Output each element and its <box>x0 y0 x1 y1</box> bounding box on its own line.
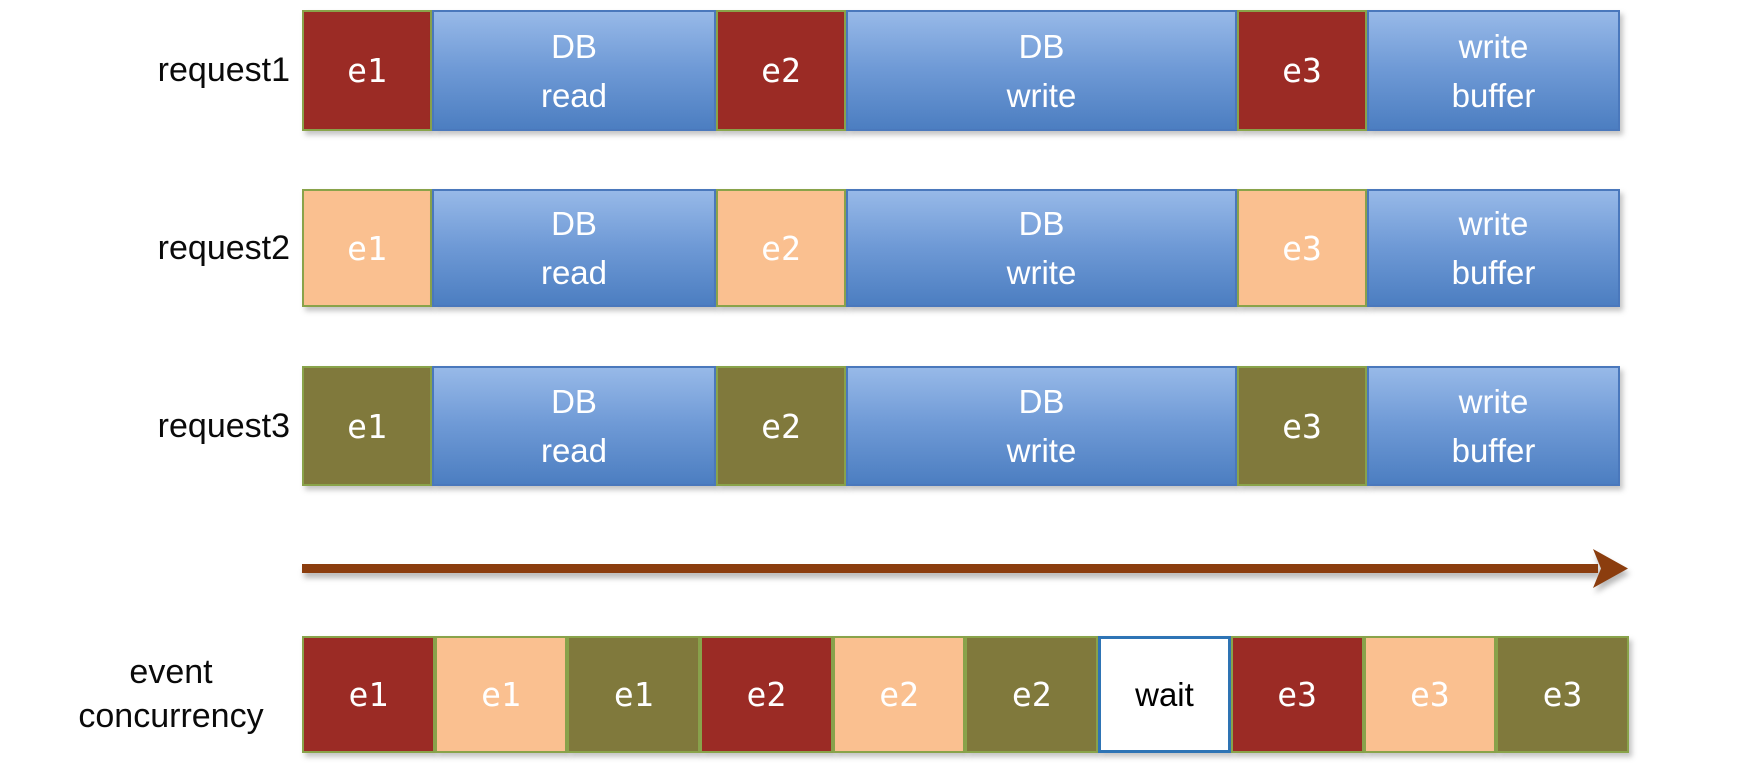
task-block-db-read: DB read <box>432 366 716 486</box>
task-line: write <box>1006 76 1077 114</box>
event-block-e3: e3 <box>1237 366 1367 486</box>
label-line: concurrency <box>78 697 264 735</box>
task-line: write <box>1458 383 1529 420</box>
task-line: write <box>1458 27 1529 65</box>
event-block-e1: e1 <box>302 366 432 486</box>
concurrency-block-e3: e3 <box>1496 636 1629 753</box>
concurrency-block-e2: e2 <box>700 636 833 753</box>
row-label-request2: request2 <box>157 229 290 267</box>
lane-request1: e1 DB read e2 DB write e3 write buffer <box>302 10 1620 131</box>
row-label-request1: request1 <box>157 51 290 89</box>
task-line: read <box>540 254 608 291</box>
event-block-e1: e1 <box>302 189 432 307</box>
event-block-e2: e2 <box>716 366 846 486</box>
task-block-db-write: DB write <box>846 10 1237 131</box>
event-block-e2: e2 <box>716 10 846 131</box>
timeline-arrow <box>300 546 1635 592</box>
task-line: DB <box>551 383 597 420</box>
task-line: DB <box>1018 27 1065 65</box>
task-line: DB <box>551 205 597 242</box>
task-line: buffer <box>1451 76 1536 114</box>
event-block-e3: e3 <box>1237 189 1367 307</box>
task-line: buffer <box>1451 432 1536 469</box>
label-line: event <box>129 653 213 691</box>
concurrency-block-wait: wait <box>1098 636 1231 753</box>
task-line: DB <box>551 27 597 65</box>
row-label-event-concurrency: event concurrency <box>40 650 302 738</box>
task-line: DB <box>1018 383 1065 420</box>
task-line: write <box>1458 205 1529 242</box>
task-block-db-write: DB write <box>846 189 1237 307</box>
task-block-db-write: DB write <box>846 366 1237 486</box>
lane-event-concurrency: e1 e1 e1 e2 e2 e2 wait e3 e3 e3 <box>302 636 1629 753</box>
task-block-write-buffer: write buffer <box>1367 10 1620 131</box>
concurrency-block-e3: e3 <box>1230 636 1364 753</box>
task-line: write <box>1006 432 1077 469</box>
concurrency-block-e3: e3 <box>1363 636 1497 753</box>
task-block-write-buffer: write buffer <box>1367 366 1620 486</box>
arrow-head-icon <box>1593 549 1628 588</box>
arrow-shaft <box>302 564 1598 573</box>
task-line: read <box>540 432 608 469</box>
concurrency-block-e1: e1 <box>434 636 568 753</box>
lane-request2: e1 DB read e2 DB write e3 write buffer <box>302 189 1620 307</box>
task-block-db-read: DB read <box>432 189 716 307</box>
lane-request3: e1 DB read e2 DB write e3 write buffer <box>302 366 1620 486</box>
task-line: DB <box>1018 205 1065 242</box>
task-line: read <box>540 76 608 114</box>
task-block-write-buffer: write buffer <box>1367 189 1620 307</box>
concurrency-block-e1: e1 <box>302 636 435 753</box>
concurrency-block-e2: e2 <box>965 636 1099 753</box>
concurrency-block-e1: e1 <box>567 636 701 753</box>
row-label-request3: request3 <box>157 407 290 445</box>
event-block-e2: e2 <box>716 189 846 307</box>
task-block-db-read: DB read <box>432 10 716 131</box>
event-block-e1: e1 <box>302 10 432 131</box>
event-block-e3: e3 <box>1237 10 1367 131</box>
concurrency-block-e2: e2 <box>832 636 966 753</box>
task-line: buffer <box>1451 254 1536 291</box>
task-line: write <box>1006 254 1077 291</box>
